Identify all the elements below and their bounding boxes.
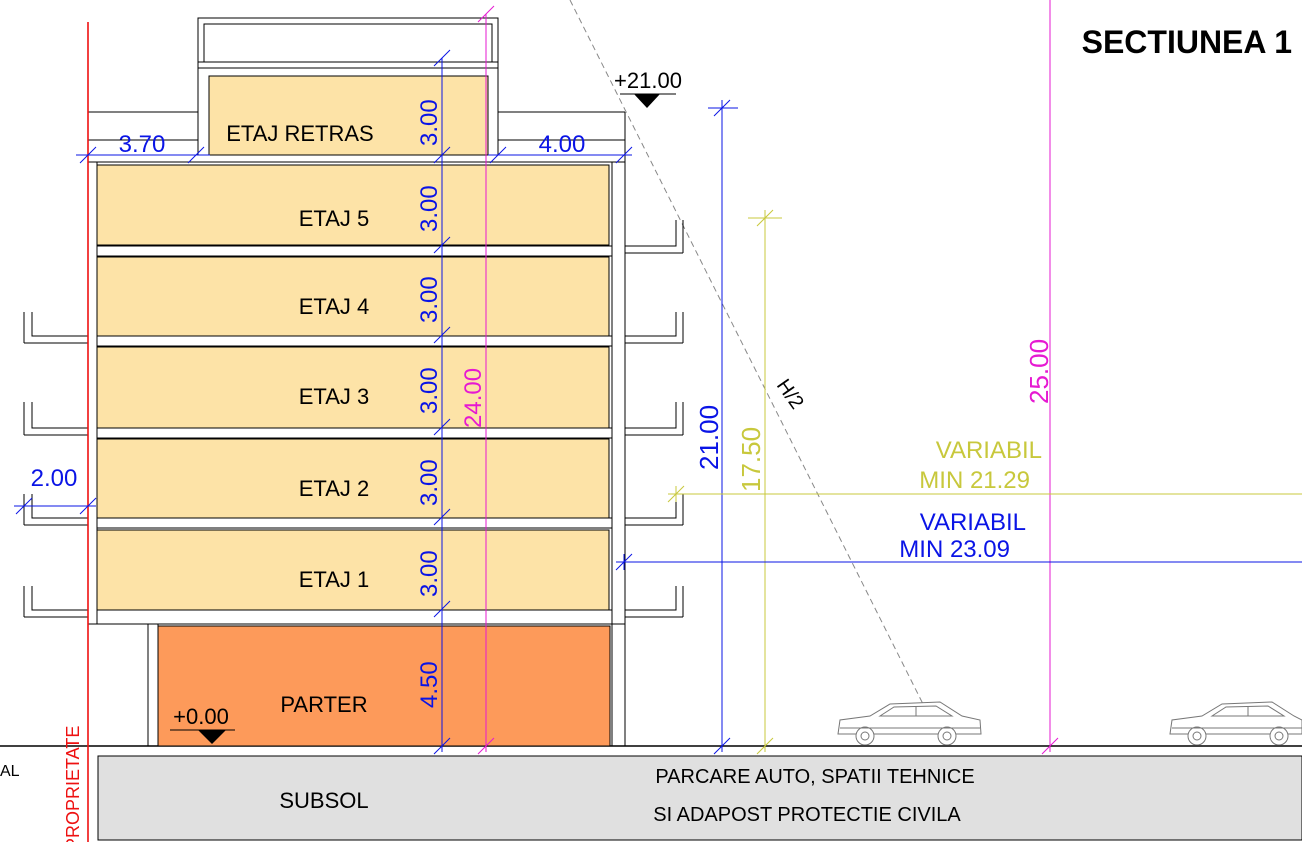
- subsol-label: SUBSOL: [279, 788, 368, 813]
- car-icon: [1169, 701, 1302, 746]
- floor-height-dimension-chain: [433, 49, 451, 755]
- height-olive-value: 17.50: [736, 427, 766, 492]
- parter-height-value: 4.50: [416, 661, 443, 708]
- parter-label: PARTER: [280, 692, 367, 717]
- height-limit-magenta-dimension: [1041, 0, 1059, 755]
- blue-distance-line: [615, 553, 1302, 571]
- olive-distance-line: [667, 485, 1302, 503]
- left-cut-text: AL: [0, 763, 20, 780]
- etaj-1-block: [96, 529, 610, 611]
- car-icon: [837, 701, 982, 746]
- olive-distance-value: MIN 21.29: [919, 467, 1030, 494]
- balcony-left-value: 2.00: [31, 465, 78, 492]
- setback-left-dimension: [76, 146, 210, 164]
- section-title: SECTIUNEA 1: [1082, 24, 1292, 60]
- top-level-label: +21.00: [614, 68, 682, 93]
- half-height-label: H/2: [772, 375, 808, 413]
- etaj-3-height-value: 3.00: [416, 367, 443, 414]
- etaj-1-label: ETAJ 1: [299, 567, 370, 592]
- right-roof-parapet: [498, 111, 626, 155]
- right-balconies: [625, 220, 684, 618]
- etaj-2-height-value: 3.00: [416, 459, 443, 506]
- setback-left-value: 3.70: [119, 131, 166, 158]
- retras-structure: [197, 17, 499, 155]
- left-balconies: [23, 312, 88, 618]
- property-line-label: PROPRIETATE: [63, 726, 83, 842]
- ground-level-label: +0.00: [173, 704, 229, 729]
- blue-distance-value: MIN 23.09: [899, 536, 1010, 563]
- ground-level-marker: +0.00: [170, 704, 235, 744]
- parter-block: [157, 625, 611, 747]
- height-blue-value: 21.00: [694, 405, 724, 470]
- basement-description-line-2: SI ADAPOST PROTECTIE CIVILA: [653, 804, 961, 826]
- setback-right-dimension: [488, 146, 633, 164]
- olive-distance-label: VARIABIL: [936, 437, 1042, 464]
- blue-distance-label: VARIABIL: [920, 509, 1026, 536]
- basement-description-line-1: PARCARE AUTO, SPATII TEHNICE: [655, 766, 974, 788]
- height-limit-magenta-value: 25.00: [1024, 339, 1054, 404]
- height-olive-dimension: [748, 209, 782, 755]
- total-height-magenta-dimension: [477, 5, 495, 755]
- etaj-4-height-value: 3.00: [416, 276, 443, 323]
- total-height-magenta-value: 24.00: [460, 368, 487, 428]
- etaj-5-label: ETAJ 5: [299, 206, 370, 231]
- etaj-4-label: ETAJ 4: [299, 294, 370, 319]
- setback-right-value: 4.00: [539, 131, 586, 158]
- etaj-4-block: [96, 256, 610, 337]
- half-height-diagonal-line: [569, 0, 926, 709]
- balcony-left-dimension: [14, 497, 97, 515]
- etaj-5-height-value: 3.00: [416, 185, 443, 232]
- top-level-marker: +21.00: [614, 68, 682, 108]
- subsol-block: [97, 755, 1302, 841]
- height-blue-dimension: [708, 99, 738, 755]
- etaj-retras-label: ETAJ RETRAS: [226, 121, 374, 146]
- etaj-3-block: [96, 346, 610, 429]
- etaj-5-block: [96, 164, 610, 246]
- etaj-2-block: [96, 438, 610, 519]
- retras-height-value: 3.00: [416, 99, 443, 146]
- etaj-3-label: ETAJ 3: [299, 384, 370, 409]
- etaj-2-label: ETAJ 2: [299, 476, 370, 501]
- etaj-1-height-value: 3.00: [416, 550, 443, 597]
